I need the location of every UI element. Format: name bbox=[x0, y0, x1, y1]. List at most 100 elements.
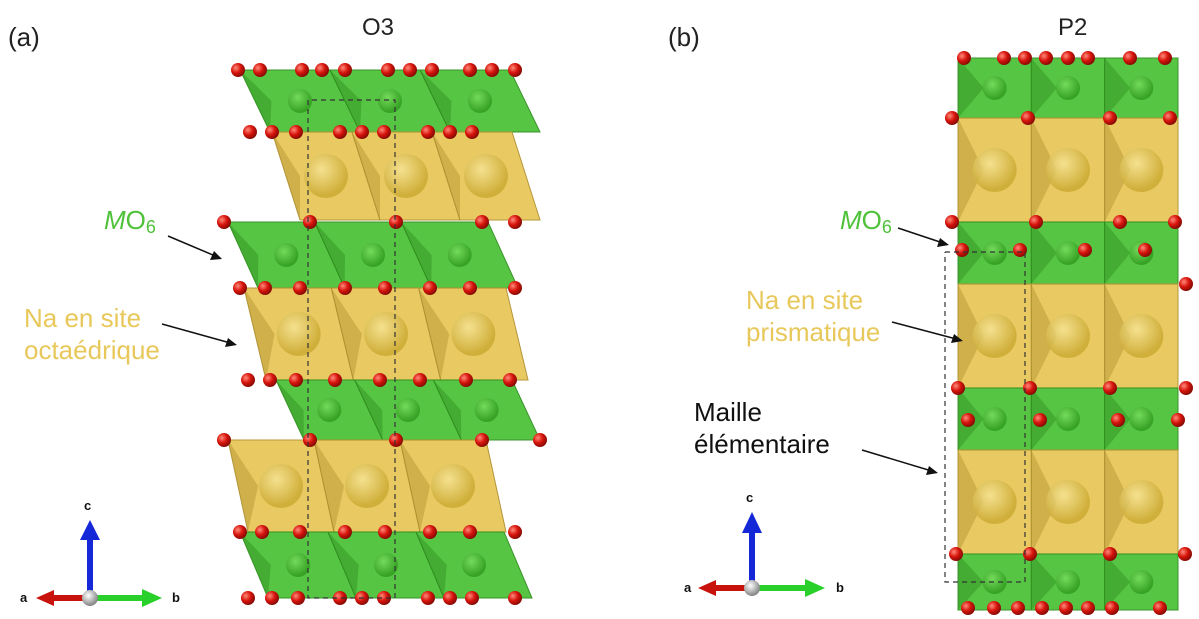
na-arrow-a bbox=[161, 323, 237, 347]
mo6-arrow-a bbox=[167, 235, 222, 260]
na-polyhedron bbox=[243, 287, 354, 381]
oxygen-atom bbox=[1171, 413, 1185, 427]
oxygen-atom bbox=[1178, 547, 1192, 561]
axis-b-label-b: b bbox=[836, 580, 844, 595]
mo6-octahedron bbox=[239, 69, 361, 133]
mo6-octahedron bbox=[275, 379, 384, 441]
oxygen-atom bbox=[378, 525, 392, 539]
sodium-atom bbox=[451, 312, 496, 356]
sodium-atom bbox=[364, 312, 408, 356]
na-arrow-b bbox=[891, 321, 963, 343]
metal-atom bbox=[1056, 76, 1080, 100]
mo6-octahedron bbox=[353, 379, 463, 441]
oxygen-atom bbox=[475, 433, 489, 447]
metal-atom bbox=[1056, 570, 1080, 594]
sodium-atom bbox=[1119, 480, 1164, 524]
oxygen-atom bbox=[217, 215, 231, 229]
oxygen-atom bbox=[1023, 547, 1037, 561]
axes-triad-b bbox=[698, 512, 825, 597]
axis-c-label-a: c bbox=[84, 498, 92, 513]
na-polyhedron bbox=[330, 287, 442, 381]
metal-atom bbox=[447, 243, 472, 267]
oxygen-atom bbox=[1179, 277, 1193, 291]
na-prismatic-line2: prismatique bbox=[746, 317, 881, 347]
oxygen-atom bbox=[289, 125, 303, 139]
metal-atom bbox=[274, 243, 299, 267]
oxygen-atom bbox=[957, 51, 971, 65]
sodium-atom bbox=[259, 464, 303, 508]
oxygen-atom bbox=[293, 281, 307, 295]
oxygen-atom bbox=[241, 373, 255, 387]
unit-cell-line2: élémentaire bbox=[694, 429, 830, 459]
sodium-atom bbox=[431, 464, 475, 508]
mo6-octahedron bbox=[1030, 221, 1106, 285]
oxygen-atom bbox=[255, 525, 269, 539]
na-polyhedron bbox=[1030, 283, 1106, 389]
metal-atom bbox=[982, 241, 1007, 265]
oxygen-atom bbox=[1103, 111, 1117, 125]
oxygen-atom bbox=[1113, 215, 1127, 229]
metal-atom bbox=[982, 76, 1007, 100]
na-polyhedron bbox=[957, 283, 1032, 389]
na-polyhedron bbox=[351, 131, 461, 221]
oxygen-atom bbox=[389, 433, 403, 447]
sodium-atom bbox=[1119, 314, 1164, 358]
oxygen-atom bbox=[945, 215, 959, 229]
oxygen-atom bbox=[1103, 381, 1117, 395]
na-polyhedron bbox=[271, 131, 381, 221]
mo6-octahedron bbox=[313, 221, 433, 289]
na-polyhedron bbox=[1030, 117, 1106, 223]
metal-atom bbox=[462, 553, 486, 577]
metal-atom bbox=[1129, 570, 1154, 594]
na-polyhedron bbox=[957, 117, 1032, 223]
sodium-atom bbox=[304, 154, 348, 198]
metal-atom bbox=[1129, 407, 1154, 431]
oxygen-atom bbox=[328, 373, 342, 387]
oxygen-atom bbox=[403, 63, 417, 77]
metal-atom bbox=[288, 89, 312, 113]
oxygen-atom bbox=[355, 125, 369, 139]
oxygen-atom bbox=[1138, 243, 1152, 257]
oxygen-atom bbox=[303, 215, 317, 229]
mo6-octahedron bbox=[957, 553, 1032, 611]
sodium-atom bbox=[972, 314, 1017, 358]
metal-atom bbox=[982, 407, 1007, 431]
panel-a-label: (a) bbox=[8, 22, 40, 52]
oxygen-atom bbox=[233, 525, 247, 539]
oxygen-atom bbox=[1105, 601, 1119, 615]
oxygen-atom bbox=[421, 591, 435, 605]
metal-atom bbox=[1056, 407, 1080, 431]
sodium-atom bbox=[384, 154, 428, 198]
oxygen-atom bbox=[1111, 413, 1125, 427]
na-polyhedron bbox=[1104, 449, 1179, 555]
unit-cell-label: Maille élémentaire bbox=[694, 396, 830, 460]
mo6-octahedron bbox=[1104, 553, 1179, 611]
oxygen-atom bbox=[1163, 111, 1177, 125]
sodium-atom bbox=[1046, 480, 1090, 524]
metal-atom bbox=[1056, 241, 1080, 265]
oxygen-atom bbox=[265, 591, 279, 605]
oxygen-atom bbox=[961, 601, 975, 615]
mo6-octahedron bbox=[957, 57, 1032, 119]
sodium-atom bbox=[1119, 148, 1164, 192]
oxygen-atom bbox=[465, 125, 479, 139]
oxygen-atom bbox=[373, 373, 387, 387]
mo6-octahedron bbox=[415, 531, 533, 599]
na-prismatic-label: Na en site prismatique bbox=[746, 284, 880, 348]
metal-atom bbox=[982, 570, 1007, 594]
oxygen-atom bbox=[378, 281, 392, 295]
na-octahedral-line2: octaédrique bbox=[24, 335, 160, 365]
oxygen-atom bbox=[421, 125, 435, 139]
oxygen-atom bbox=[1039, 51, 1053, 65]
na-polyhedron bbox=[418, 287, 529, 381]
sodium-atom bbox=[1046, 314, 1090, 358]
oxygen-atom bbox=[951, 381, 965, 395]
o3-structure bbox=[217, 63, 547, 605]
sodium-atom bbox=[1046, 148, 1090, 192]
metal-atom bbox=[468, 89, 492, 113]
oxygen-atom bbox=[315, 63, 329, 77]
oxygen-atom bbox=[475, 215, 489, 229]
oxygen-atom bbox=[533, 433, 547, 447]
oxygen-atom bbox=[381, 63, 395, 77]
oxygen-atom bbox=[1033, 413, 1047, 427]
